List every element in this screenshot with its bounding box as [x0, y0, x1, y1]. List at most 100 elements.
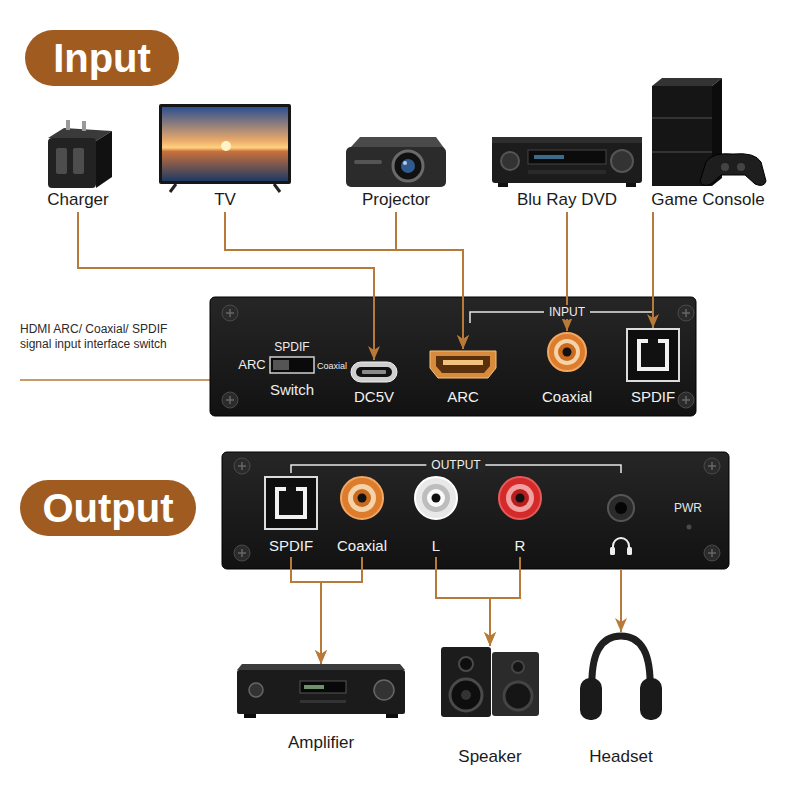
hdmi-port	[430, 351, 496, 378]
optical-port	[286, 487, 296, 492]
amplifier-icon	[237, 664, 405, 718]
device-box: TV	[159, 104, 291, 212]
port-label: SPDIF	[631, 388, 675, 406]
projector-icon	[401, 159, 415, 173]
port-box: R	[498, 476, 542, 557]
amplifier-icon	[300, 700, 346, 703]
rca-jack	[341, 477, 383, 519]
optical-port	[265, 477, 317, 529]
device-label: TV	[214, 190, 236, 210]
port-box: DC5V	[349, 360, 399, 408]
port-box: Coaxial	[538, 331, 597, 408]
amplifier-icon	[386, 714, 398, 718]
rca-jack-red	[499, 477, 541, 519]
port-box: SPDIF	[625, 328, 681, 408]
device-box: Headset	[578, 632, 664, 769]
blu-ray-player-icon	[501, 152, 519, 170]
converter-output-face	[222, 452, 729, 569]
headset-icon	[640, 678, 662, 720]
screw	[222, 305, 238, 321]
amplifier-icon	[244, 714, 256, 718]
speaker-icon	[492, 652, 539, 716]
blu-ray-player-icon	[492, 137, 642, 187]
device-label: Blu Ray DVD	[517, 190, 617, 210]
charger-icon	[82, 121, 86, 131]
tv-icon	[162, 107, 288, 181]
speaker-icon	[461, 690, 471, 700]
speaker-icon	[441, 647, 491, 717]
device-label: Speaker	[458, 747, 521, 767]
port-label: DC5V	[354, 388, 394, 406]
rca-jack	[348, 484, 376, 512]
projector-icon	[354, 160, 382, 164]
rca-jack-white	[415, 477, 457, 519]
screw	[682, 396, 690, 404]
screw	[682, 309, 690, 317]
hdmi-port	[430, 351, 496, 378]
connector	[291, 557, 321, 664]
charger-icon	[96, 131, 112, 188]
device-box: Game Console	[647, 78, 769, 212]
speaker-icon	[459, 657, 473, 671]
amplifier-icon	[237, 664, 405, 670]
device-box: Speaker	[440, 646, 540, 769]
rca-jack	[563, 348, 572, 357]
connector	[490, 557, 520, 646]
rca-jack-red	[506, 484, 534, 512]
tv-icon	[159, 104, 291, 192]
device-box: Projector	[344, 136, 448, 212]
device-label: Game Console	[651, 190, 764, 210]
port-label: ARC	[447, 388, 479, 406]
screw	[222, 305, 694, 408]
device-label: Amplifier	[288, 733, 354, 753]
game-console-icon	[652, 151, 712, 153]
port-box: SPDIF	[264, 476, 318, 557]
projector-icon	[350, 137, 444, 148]
headphone-symbol	[610, 538, 632, 555]
charger-icon	[56, 148, 67, 174]
headphone-jack	[615, 502, 627, 514]
device-label: Charger	[47, 190, 108, 210]
port-box: L	[414, 476, 458, 557]
usb-c-port	[362, 370, 386, 374]
headset-icon	[580, 636, 662, 720]
screw	[678, 392, 694, 408]
headphone-symbol	[610, 547, 615, 555]
projector-icon	[403, 161, 407, 165]
optical-port	[275, 487, 307, 519]
projector-icon	[346, 147, 446, 187]
screw	[708, 462, 716, 470]
port-label: R	[515, 537, 526, 555]
rca-jack	[548, 333, 586, 371]
rca-jack-white	[432, 494, 441, 503]
panel-label: INPUT	[544, 305, 590, 319]
device-box: Amplifier	[236, 664, 406, 755]
slide-switch	[273, 360, 289, 370]
switch-box: SPDIFARCCoaxialSwitch	[236, 336, 350, 404]
charger-icon	[73, 148, 84, 174]
screw	[234, 458, 250, 474]
converter-input-face	[210, 297, 696, 416]
blu-ray-player-icon	[492, 137, 642, 143]
headphone-symbol	[627, 547, 632, 555]
screw	[708, 549, 716, 557]
optical-port	[637, 339, 669, 371]
port-box: ARC	[429, 349, 497, 408]
rca-jack	[341, 477, 383, 519]
section-badge: Output	[20, 480, 196, 536]
optical-port	[627, 329, 679, 381]
game-console-icon	[737, 163, 745, 171]
optical-port	[265, 477, 317, 529]
charger-icon	[66, 120, 70, 130]
game-console-icon	[700, 154, 766, 186]
panel-label: OUTPUT	[426, 458, 485, 472]
power-led	[687, 525, 692, 530]
rca-jack	[558, 343, 576, 361]
charger-icon	[48, 138, 96, 188]
screw	[238, 549, 246, 557]
screw	[238, 462, 246, 470]
blu-ray-player-icon	[534, 155, 564, 159]
usb-c-port	[351, 362, 397, 382]
